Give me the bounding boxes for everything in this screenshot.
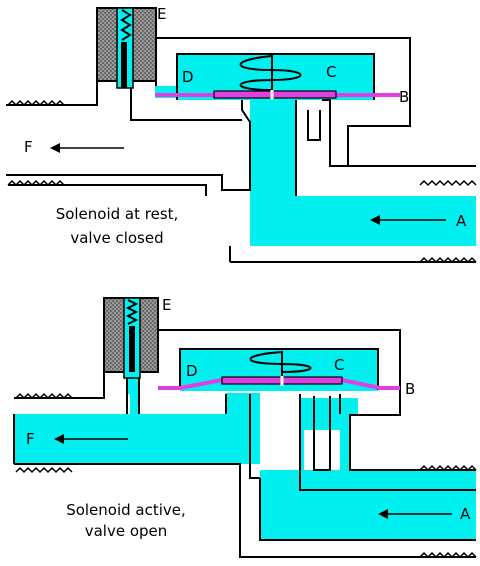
top-label-d: D	[182, 68, 194, 86]
top-diaphragm	[213, 90, 337, 99]
bottom-caption-line2: valve open	[85, 522, 168, 540]
top-armature	[121, 42, 127, 88]
bottom-armature	[129, 326, 135, 372]
top-panel: E D C B F A Solenoid at rest, valve clos…	[6, 5, 477, 264]
top-caption-line2: valve closed	[70, 229, 163, 247]
bottom-outlet-arrow-left-icon	[54, 434, 128, 444]
bottom-label-c: C	[334, 356, 344, 374]
bottom-chamber-fluid	[180, 349, 378, 391]
bottom-panel: E D C B F A Solenoid active, valve open	[13, 296, 477, 559]
top-armature-spring-icon	[120, 9, 132, 41]
bottom-label-a: A	[460, 505, 471, 523]
top-outlet-arrow-left-icon	[50, 143, 124, 153]
top-label-c: C	[326, 63, 336, 81]
bottom-label-e: E	[162, 296, 171, 314]
bottom-label-d: D	[186, 362, 198, 380]
top-label-b: B	[399, 88, 409, 106]
bottom-caption-line1: Solenoid active,	[66, 501, 186, 519]
bottom-armature-spring-icon	[125, 299, 139, 325]
bottom-diaphragm-spring-icon	[249, 350, 312, 380]
bottom-inlet-arrow-left-icon	[378, 509, 452, 519]
top-label-e: E	[157, 5, 166, 23]
top-caption-line1: Solenoid at rest,	[56, 205, 179, 223]
top-diaphragm-spring-icon	[239, 54, 302, 94]
top-inlet-arrow-left-icon	[370, 215, 446, 225]
top-label-f: F	[24, 138, 33, 156]
top-inlet-fluid	[250, 100, 476, 246]
top-label-a: A	[456, 212, 467, 230]
bottom-label-f: F	[26, 430, 35, 448]
bottom-label-b: B	[405, 380, 415, 398]
